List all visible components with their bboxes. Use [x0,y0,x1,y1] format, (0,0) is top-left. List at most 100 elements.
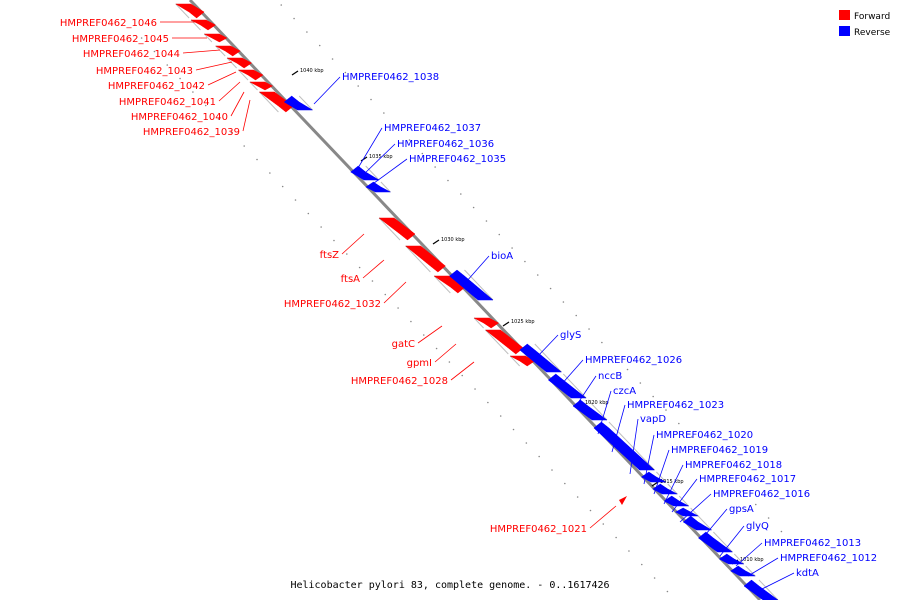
label-leader-line [362,259,385,279]
gene-feature [572,399,608,421]
minor-dot [626,368,629,371]
tick-mark [291,70,299,76]
minor-dot [166,64,169,66]
minor-dot [780,530,783,533]
label-leader-line [575,375,597,407]
gene-label-reverse: vapD [640,414,666,425]
gene-shadow [298,95,313,111]
label-leader-line [195,61,233,71]
gene-label-reverse: HMPREF0462_1037 [384,123,481,134]
minor-dot [588,328,590,330]
minor-dot [703,449,706,452]
minor-dot [269,172,271,174]
label-leader-line [671,478,698,513]
gene-feature [743,579,779,600]
tick-label: 1015 kbp [660,479,684,485]
minor-dot [525,442,528,444]
minor-dot [370,98,372,101]
minor-dot [294,199,297,201]
minor-dot [511,247,513,249]
tick-label: 1040 kbp [300,68,324,74]
gene-feature [215,45,241,57]
gene-label-reverse: HMPREF0462_1026 [585,355,682,366]
tick-mark [432,239,440,245]
minor-dot [383,112,385,114]
minor-dot [280,4,283,6]
minor-dot [435,347,438,350]
minor-dot [434,166,436,168]
label-leader-line [535,334,559,359]
label-leader-line [759,572,795,591]
gene-label-reverse: HMPREF0462_1023 [627,400,724,411]
label-leader-line [383,281,407,304]
gene-label-reverse: kdtA [796,568,819,579]
gene-features [174,3,779,600]
label-leader-line [417,325,443,344]
gene-label-forward: ftsA [341,274,360,285]
minor-dots [140,4,808,593]
minor-dot [293,17,295,20]
minor-dot [652,395,654,398]
minor-dot [281,185,284,188]
minor-dot [384,293,387,296]
minor-dot [589,509,592,512]
gene-shadow [215,45,226,57]
gene-feature [697,531,734,553]
minor-dot [256,158,258,161]
minor-dot [192,91,194,93]
legend-forward-swatch [839,10,850,20]
gene-label-forward: HMPREF0462_1046 [60,18,157,29]
minor-dot [395,125,398,128]
tick-label: 1010 kbp [740,557,764,563]
minor-dot [716,463,719,465]
gene-label-forward: gatC [392,339,415,350]
label-leader-line [450,361,475,381]
gene-shadow [249,81,258,91]
minor-dot [357,85,360,87]
genome-backbone [188,0,762,600]
gene-label-forward: HMPREF0462_1032 [284,299,381,310]
minor-dot [639,382,642,384]
gene-label-forward: HMPREF0462_1039 [143,127,240,138]
gene-shadow [656,471,667,483]
minor-dot [344,71,347,74]
minor-dot [628,550,630,552]
tick-mark [651,481,659,487]
gene-feature [174,3,205,19]
minor-dot [320,226,322,228]
label-leader-line [242,99,251,132]
label-leader-line [207,71,237,86]
minor-dot [217,118,220,120]
minor-dot [665,409,667,411]
gene-labels: HMPREF0462_1046HMPREF0462_1045HMPREF0462… [60,18,877,591]
minor-dot [549,287,552,290]
minor-dot [140,37,143,39]
gene-label-forward: HMPREF0462_1028 [351,376,448,387]
gene-shadow [713,531,733,553]
minor-dot [461,374,464,377]
minor-dot [333,239,335,242]
minor-dot [307,212,310,215]
label-leader-line [747,557,779,577]
label-leader-line [653,449,670,495]
gene-shadow [226,57,237,69]
gene-feature [473,317,500,329]
label-leader-line [679,493,712,523]
minor-dot [678,422,680,425]
gene-shadow [433,275,451,294]
gene-label-reverse: glyQ [746,521,769,532]
minor-dot [179,77,181,80]
gene-shadow [608,421,655,471]
gene-shadow [587,399,608,421]
gene-feature [519,343,563,373]
minor-dot [666,590,669,593]
label-leader-line [705,508,728,535]
legend: Forward Reverse [839,10,891,38]
gene-feature [484,329,524,355]
gene-label-forward: HMPREF0462_1044 [83,49,180,60]
genome-caption: Helicobacter pylori 83, complete genome.… [290,580,609,591]
minor-dot [512,428,515,431]
minor-dot [447,179,449,182]
label-leader-line [663,464,684,505]
